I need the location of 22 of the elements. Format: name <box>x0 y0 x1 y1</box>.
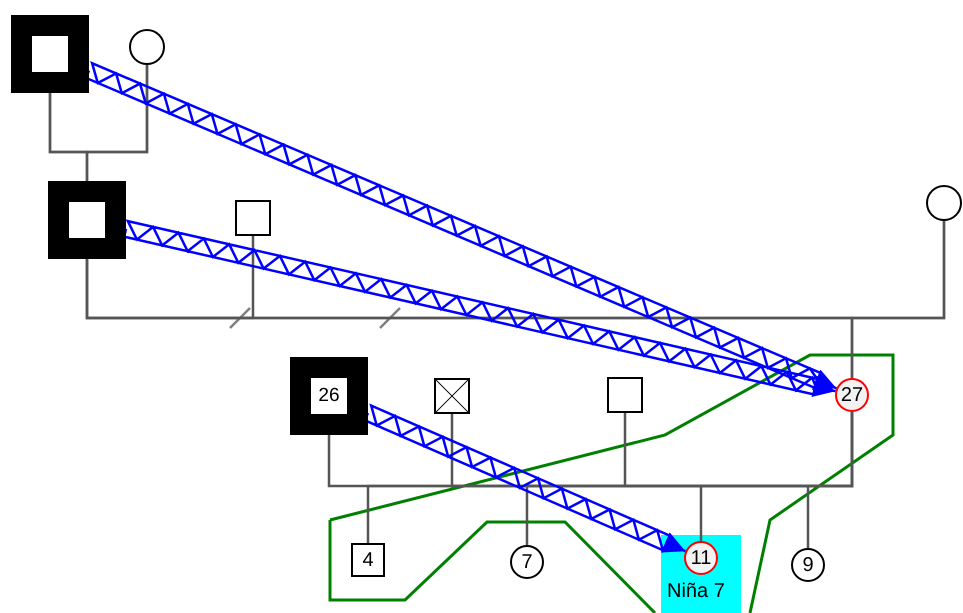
square-symbol <box>235 200 271 236</box>
number-label: 26 <box>311 378 347 414</box>
framed-square-symbol <box>11 15 89 93</box>
number-label: 27 <box>840 385 864 405</box>
number-label: 4 <box>362 550 374 570</box>
family-line <box>86 65 148 181</box>
number-label: 7 <box>521 552 533 572</box>
circle-symbol <box>510 545 544 579</box>
square-symbol <box>351 543 385 577</box>
circle-symbol <box>835 378 869 412</box>
circle-symbol <box>791 548 825 582</box>
circle-symbol <box>926 185 962 221</box>
framed-square-symbol <box>48 181 126 259</box>
family-line <box>806 412 854 548</box>
number-label: 11 <box>690 548 712 568</box>
number-label: 9 <box>802 555 814 575</box>
square-symbol <box>607 377 643 413</box>
family-line <box>850 221 946 378</box>
circle-symbol <box>129 29 165 65</box>
framed-square-symbol <box>290 357 368 435</box>
crossed-square-symbol <box>434 378 470 414</box>
caption-text: Niña 7 <box>667 581 725 601</box>
